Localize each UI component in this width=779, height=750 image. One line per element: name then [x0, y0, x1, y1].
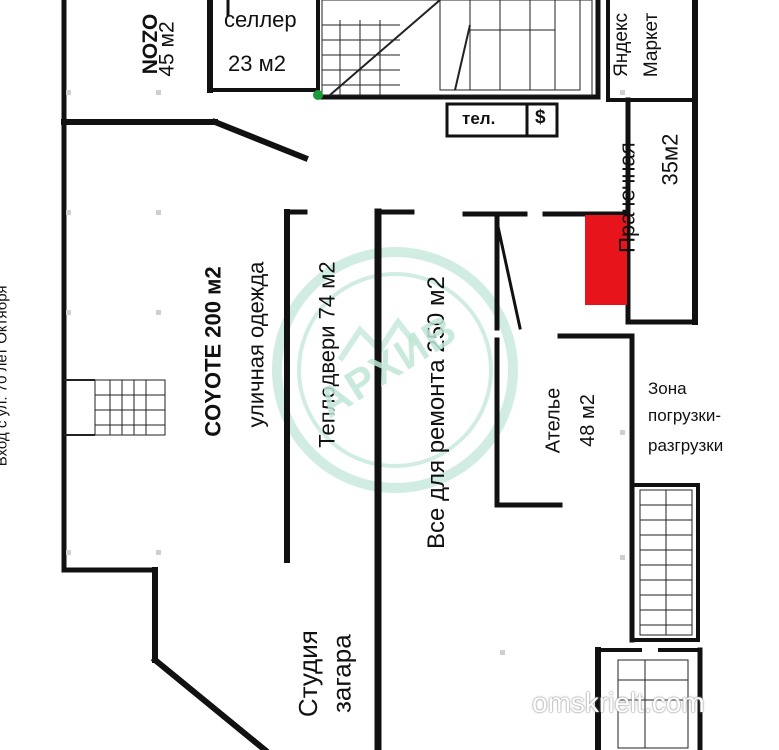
- coyote-subtitle: уличная одежда: [243, 261, 269, 428]
- phone-label: тел.: [462, 109, 496, 128]
- loading-zone-line3: разгрузки: [648, 436, 724, 455]
- studio-sub: загара: [326, 634, 357, 713]
- stairs-top: [321, 0, 593, 96]
- studio-name: Студия: [292, 630, 323, 718]
- column-markers: [66, 90, 625, 655]
- stairs-left: [64, 379, 166, 436]
- watermark: omskrielt.com: [532, 687, 705, 718]
- highlight-area: [585, 215, 627, 305]
- yandex-line2: Маркет: [641, 12, 663, 78]
- laundry-name: Прачечная: [614, 142, 640, 253]
- ozon-area: 45 м2: [155, 21, 179, 77]
- yandex-line1: Яндекс: [610, 13, 632, 77]
- seller-name: селлер: [224, 7, 297, 32]
- wall-studio-diagonal: [150, 655, 270, 750]
- seller-area: 23 м2: [228, 51, 286, 76]
- atm-label: $: [535, 107, 546, 128]
- stairs-bottom-right: [617, 659, 689, 749]
- coyote-name: COYOTE 200 м2: [200, 266, 226, 437]
- loading-zone-line1: Зона: [648, 379, 687, 398]
- atelier-name: Ателье: [542, 387, 565, 454]
- entrance-label: Вход с ул. 70 лет Октября: [0, 285, 11, 467]
- walls: [61, 0, 703, 750]
- loading-zone-line2: погрузки-: [648, 406, 722, 425]
- stairs-right: [639, 489, 693, 636]
- atelier-area: 48 м2: [576, 394, 599, 447]
- door-marker: [313, 90, 323, 100]
- laundry-area: 35м2: [657, 133, 683, 186]
